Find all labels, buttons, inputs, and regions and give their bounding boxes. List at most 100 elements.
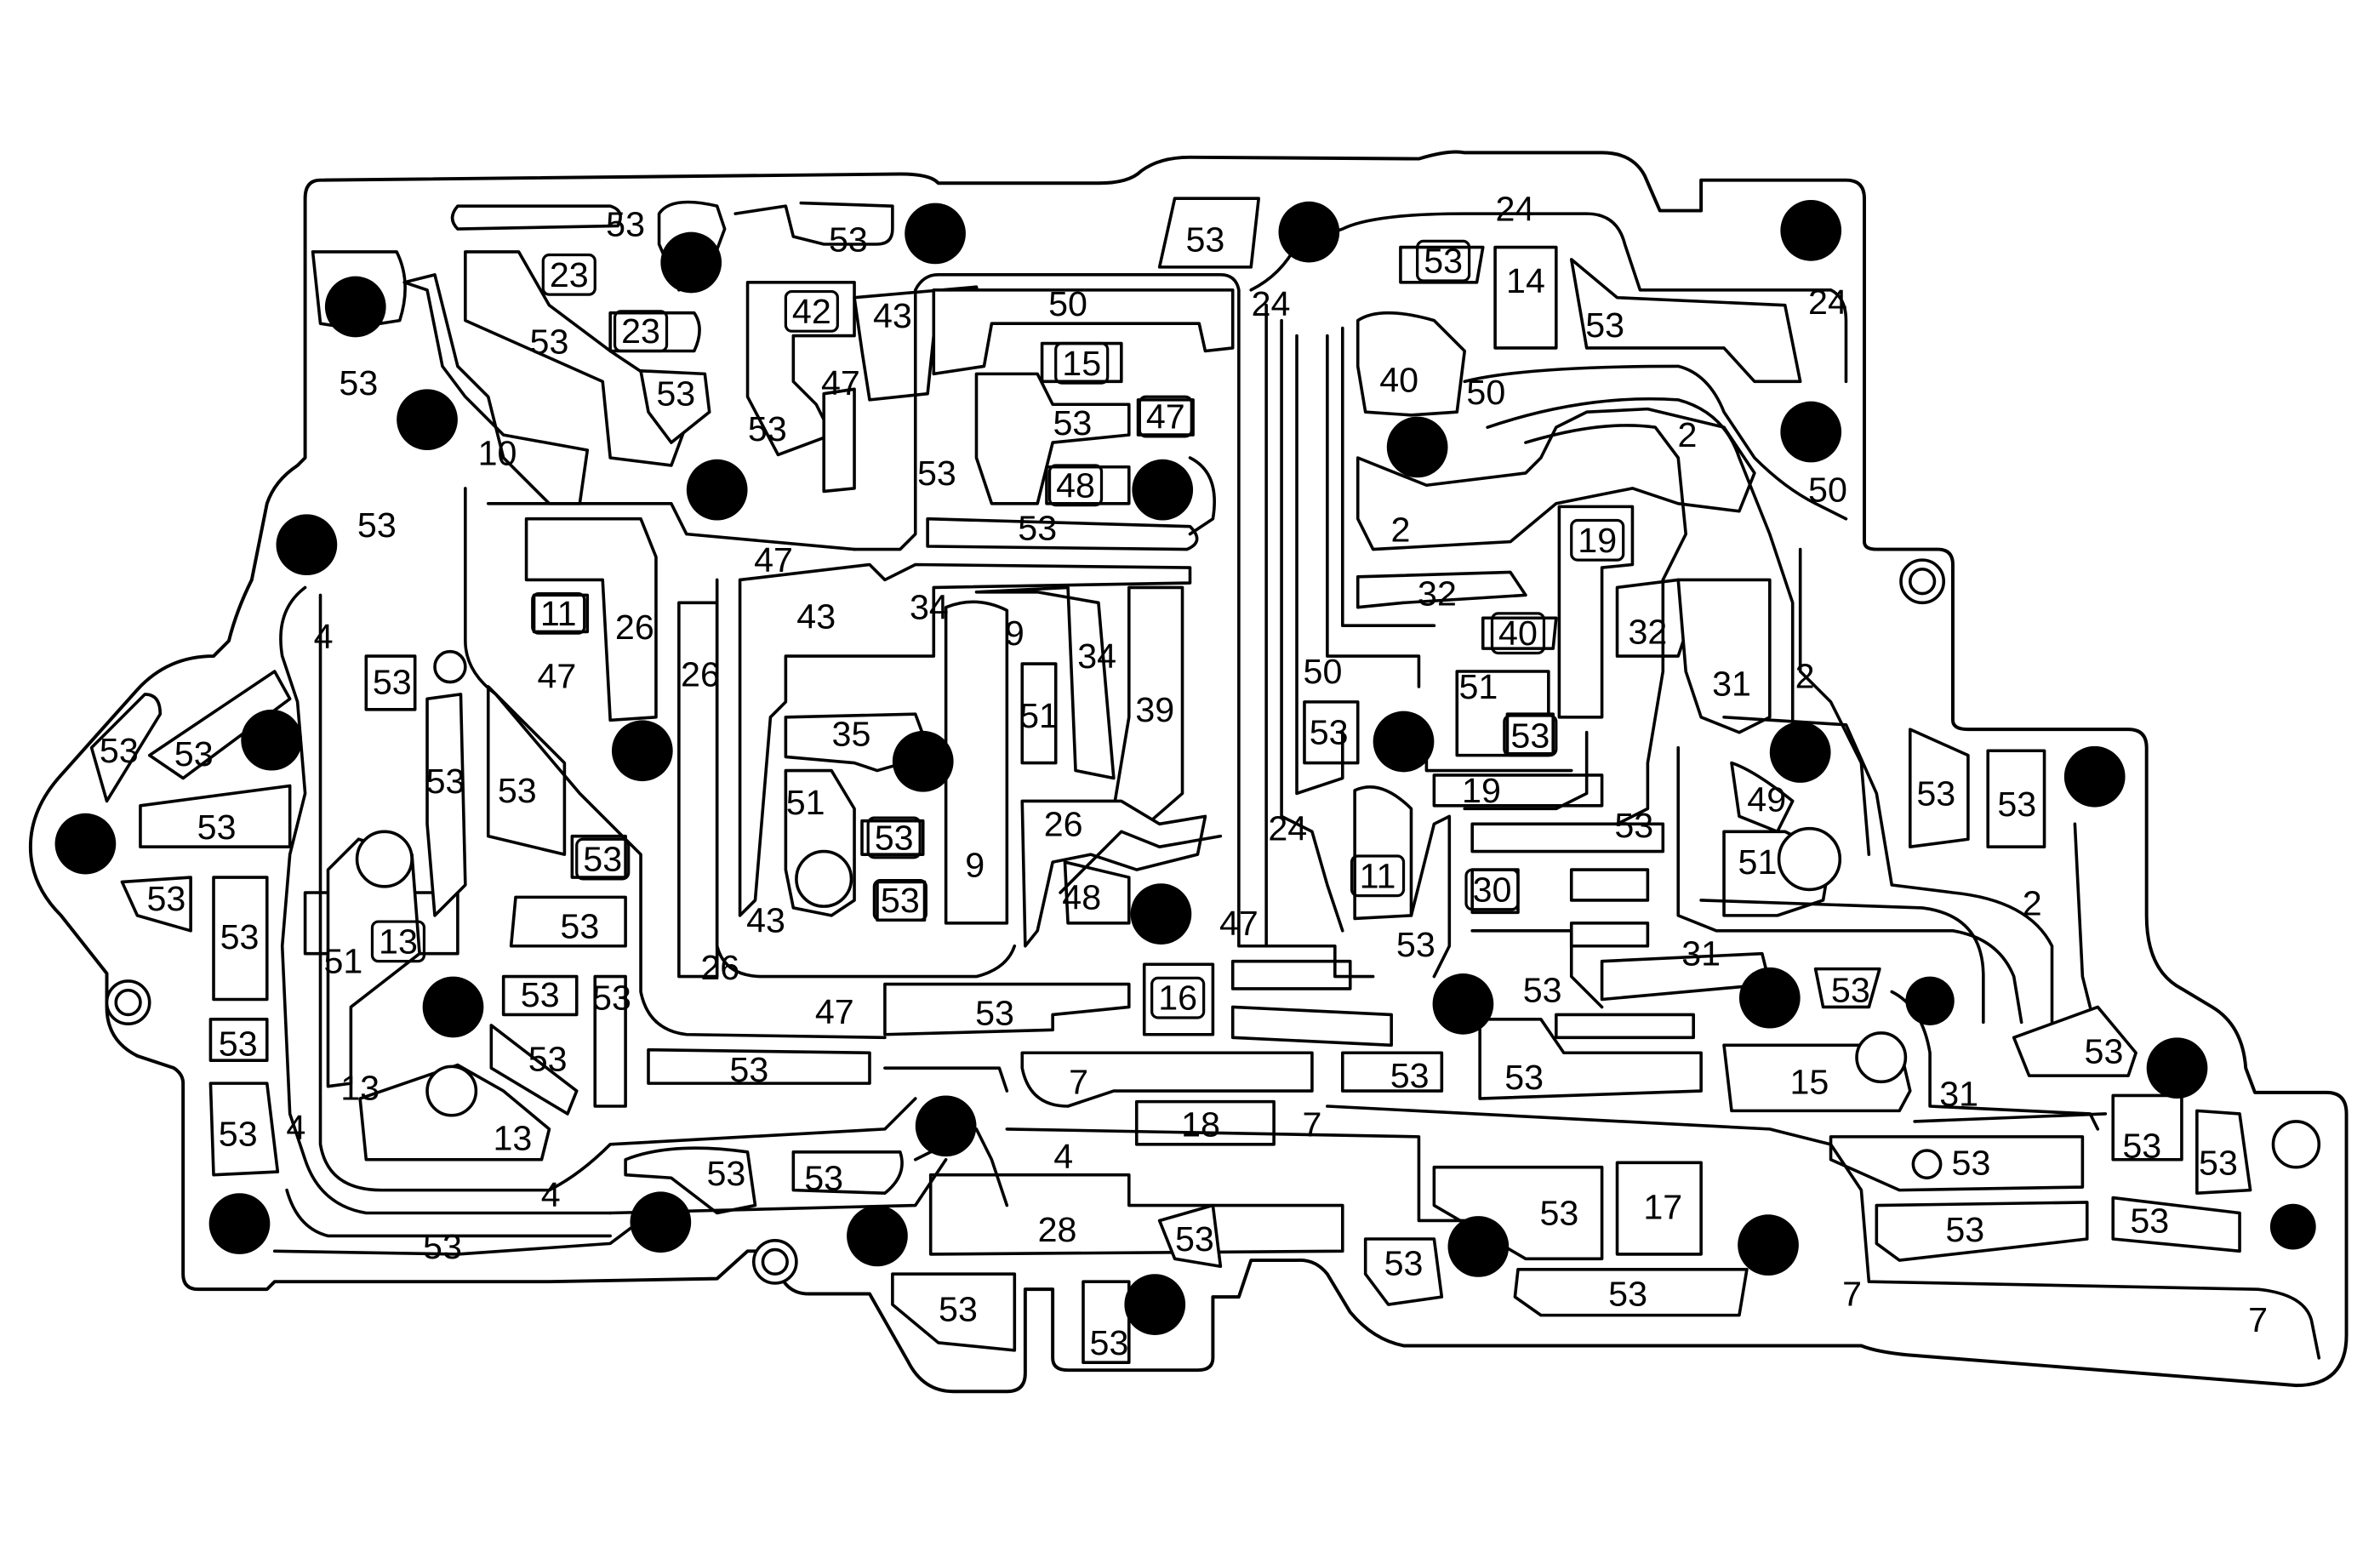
passage-label: 53 [1310, 713, 1349, 752]
passage-label: 53 [1090, 1323, 1129, 1362]
passage-label: 50 [1048, 284, 1087, 323]
passage-label: 53 [583, 840, 622, 879]
bolt-hole [660, 231, 722, 294]
passage-label: 19 [1578, 521, 1617, 560]
passage-label: 4 [541, 1175, 561, 1214]
passage-label: 2 [1678, 415, 1698, 454]
bolt-hole [422, 976, 484, 1038]
passage-label: 53 [656, 374, 695, 414]
bolt-hole [1905, 976, 1955, 1025]
passage-label: 53 [1396, 925, 1435, 964]
passage-label: 53 [917, 454, 956, 493]
open-port [433, 649, 467, 684]
passage-label: 53 [729, 1050, 768, 1089]
passage-label: 53 [1585, 305, 1624, 345]
passage-label: 15 [1062, 344, 1101, 383]
passage-label: 53 [804, 1158, 843, 1197]
bolt-hole [1432, 973, 1494, 1035]
bolt-hole [1769, 722, 1831, 783]
passage-label: 48 [1062, 877, 1101, 916]
passage-label: 53 [1952, 1143, 1991, 1182]
passage-label: 19 [1462, 771, 1501, 810]
passage-label: 13 [494, 1119, 533, 1158]
passage-label: 23 [621, 311, 660, 351]
passage-label: 26 [681, 655, 720, 694]
passage-label: 53 [423, 1227, 462, 1266]
open-holes [105, 558, 2321, 1285]
passage-label: 34 [910, 588, 949, 627]
channel-network [272, 212, 2321, 1360]
passage-label: 53 [339, 363, 378, 402]
passage-label: 53 [939, 1289, 978, 1328]
passage-label: 2 [2023, 884, 2042, 923]
passage-label: 9 [1005, 614, 1024, 653]
passage-label: 53 [1510, 716, 1550, 755]
passage-label: 53 [147, 879, 186, 918]
passage-label: 53 [1539, 1194, 1578, 1233]
bolt-hole [1386, 416, 1448, 478]
passage-label: 43 [873, 296, 912, 335]
passage-label: 48 [1056, 465, 1095, 505]
passage-label: 53 [373, 663, 412, 702]
passage-label: 4 [286, 1108, 305, 1147]
bolt-hole [2063, 745, 2126, 808]
passage-label: 53 [100, 731, 139, 770]
bolt-hole [1278, 201, 1340, 263]
passage-label: 53 [1945, 1210, 1984, 1249]
passage-label: 53 [1175, 1219, 1214, 1259]
bolt-hole [686, 459, 748, 521]
passage-label: 31 [1939, 1075, 1978, 1114]
passage-label: 53 [528, 1039, 568, 1078]
passage-label: 7 [2248, 1300, 2268, 1339]
passage-label: 53 [530, 323, 569, 362]
bolt-hole [905, 203, 966, 265]
passage-label: 7 [1302, 1105, 1321, 1144]
bolt-hole [1130, 883, 1192, 945]
passage-label: 53 [1185, 220, 1224, 260]
locating-pin-hole [114, 988, 142, 1017]
passage-label: 34 [1077, 636, 1116, 676]
bolt-hole [2146, 1037, 2208, 1099]
passage-label: 13 [340, 1068, 380, 1107]
passage-label: 53 [560, 906, 599, 945]
passage-label: 53 [174, 734, 214, 773]
passage-label: 7 [1842, 1275, 1862, 1314]
passage-label: 2 [1390, 510, 1410, 549]
passage-label: 40 [1498, 614, 1538, 653]
passage-label: 24 [1252, 284, 1291, 323]
passage-label: 53 [1831, 971, 1870, 1010]
passage-label: 17 [1643, 1187, 1682, 1226]
passage-label: 24 [1495, 190, 1534, 229]
passage-label: 24 [1268, 809, 1307, 848]
bolt-hole [1738, 967, 1801, 1029]
passage-label: 51 [1738, 842, 1778, 882]
passage-label: 26 [700, 948, 739, 987]
passage-label: 53 [1916, 773, 1955, 813]
bolt-hole [892, 730, 954, 792]
open-port [1777, 826, 1842, 892]
passage-label-box [1416, 239, 1471, 283]
passage-label: 4 [314, 617, 334, 656]
passage-label: 53 [1504, 1058, 1544, 1097]
passage-label: 7 [1069, 1062, 1088, 1101]
passage-label: 53 [1614, 806, 1653, 845]
passage-label: 53 [498, 771, 537, 810]
passage-label-box [531, 591, 586, 635]
passage-label-box [370, 920, 426, 963]
passage-label: 50 [1466, 373, 1505, 412]
open-port [355, 830, 414, 888]
passage-label-box [784, 289, 839, 333]
passage-label: 53 [1018, 508, 1057, 547]
passage-label: 16 [1158, 979, 1197, 1018]
passage-label: 47 [815, 992, 854, 1031]
passage-label: 39 [1135, 690, 1174, 729]
passage-label: 53 [1608, 1275, 1647, 1314]
passage-label: 42 [792, 292, 831, 331]
passage-label: 40 [1379, 361, 1418, 400]
open-port [2271, 1120, 2321, 1169]
bolt-hole [1780, 199, 1842, 261]
passage-label: 47 [1219, 904, 1258, 943]
passage-label: 53 [219, 1024, 258, 1063]
passage-label: 53 [2199, 1143, 2238, 1182]
passage-label: 53 [875, 818, 914, 857]
